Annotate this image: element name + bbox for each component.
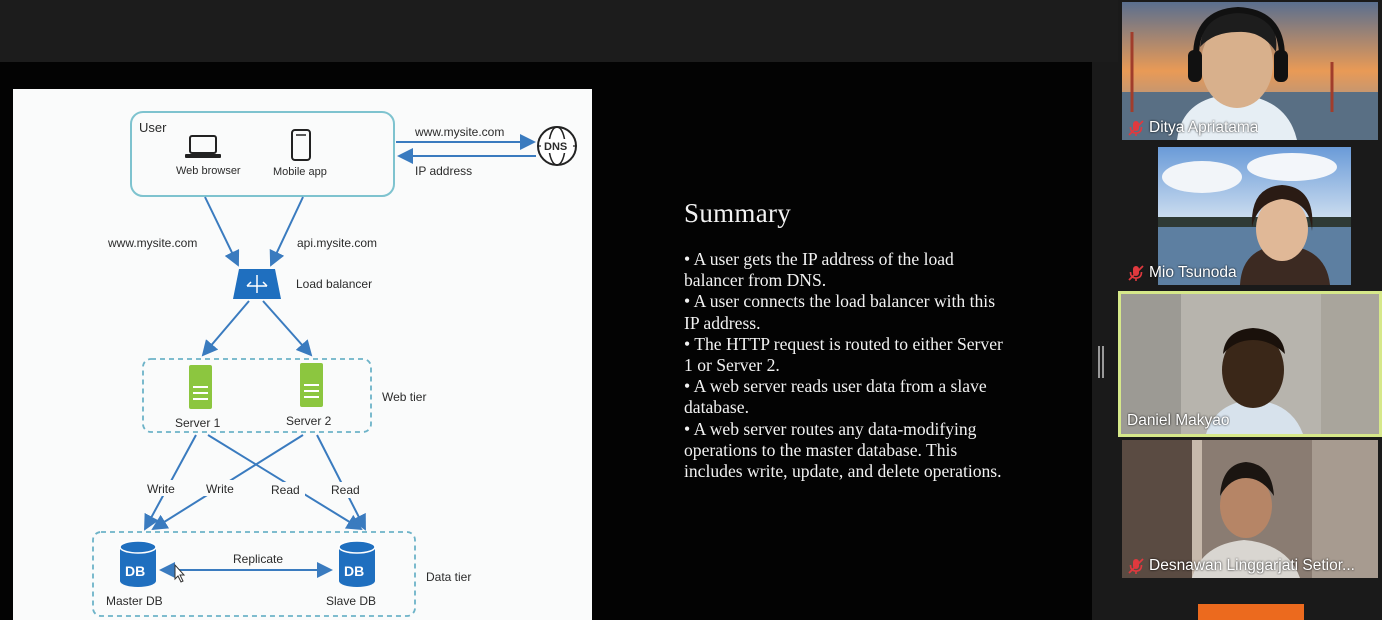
participant-tile-mio[interactable]: Mio Tsunoda: [1122, 147, 1378, 285]
participant-tile-daniel-active-speaker[interactable]: Daniel Makyao: [1118, 291, 1382, 437]
participant-video: [1122, 440, 1378, 578]
participant-name: Ditya Apriatama: [1149, 119, 1259, 136]
summary-bullet: The HTTP request is routed to either Ser…: [684, 334, 1014, 376]
participant-video: [1122, 2, 1378, 140]
web-tier-box: [142, 358, 372, 433]
participant-name: Desnawan Linggarjati Setior...: [1149, 557, 1355, 574]
participant-gallery: Ditya Apriatama: [1118, 0, 1382, 620]
meeting-top-bar: [0, 0, 1118, 62]
server-2-icon: [300, 363, 323, 407]
next-tile-preview: [1198, 604, 1304, 620]
slave-db-label: Slave DB: [326, 594, 376, 608]
replicate-label: Replicate: [233, 552, 283, 566]
server-1-label: Server 1: [175, 416, 221, 430]
read-label-2: Read: [331, 483, 360, 497]
dns-request-domain: www.mysite.com: [414, 125, 504, 139]
master-db-label: Master DB: [106, 594, 163, 608]
web-tier-label: Web tier: [382, 390, 426, 404]
load-balancer-label: Load balancer: [296, 277, 372, 291]
mouse-cursor-icon: [174, 563, 186, 583]
participant-name: Daniel Makyao: [1127, 412, 1230, 429]
muted-mic-icon: [1128, 265, 1144, 281]
read-label-1: Read: [271, 483, 300, 497]
muted-mic-icon: [1128, 120, 1144, 136]
data-tier-box: [92, 531, 416, 617]
summary-list: A user gets the IP address of the load b…: [684, 249, 1014, 482]
slave-db-icon: [338, 540, 376, 587]
write-label-2: Write: [206, 482, 234, 496]
api-domain-label: api.mysite.com: [297, 236, 377, 250]
load-balancer-icon: [233, 269, 281, 299]
participant-name-row: Mio Tsunoda: [1127, 264, 1237, 282]
participant-name-row: Desnawan Linggarjati Setior...: [1127, 557, 1355, 575]
participant-video: [1121, 294, 1379, 434]
server-2-label: Server 2: [286, 414, 332, 428]
participant-tile-desnawan[interactable]: Desnawan Linggarjati Setior...: [1122, 440, 1378, 578]
muted-mic-icon: [1128, 558, 1144, 574]
participant-video: [1122, 147, 1378, 285]
summary-bullet: A user gets the IP address of the load b…: [684, 249, 1014, 291]
dns-label: DNS: [544, 141, 567, 153]
summary-bullet: A web server routes any data-modifying o…: [684, 419, 1014, 483]
server-1-icon: [189, 365, 212, 409]
laptop-icon: [185, 135, 221, 158]
user-group-box: [130, 111, 395, 197]
gallery-resize-handle[interactable]: [1098, 346, 1104, 378]
write-label-1: Write: [147, 482, 175, 496]
ip-address-label: IP address: [415, 164, 472, 178]
slave-db-glyph: DB: [344, 563, 364, 579]
master-db-icon: [119, 540, 157, 587]
mobile-phone-icon: [291, 129, 311, 161]
data-tier-label: Data tier: [426, 570, 471, 584]
user-group-label: User: [139, 120, 167, 135]
mobile-app-label: Mobile app: [273, 166, 327, 178]
participant-tile-ditya[interactable]: Ditya Apriatama: [1122, 2, 1378, 140]
www-domain-label: www.mysite.com: [107, 236, 197, 250]
participant-name-row: Daniel Makyao: [1127, 412, 1230, 430]
summary-bullet: A web server reads user data from a slav…: [684, 376, 1014, 418]
summary-panel: Summary A user gets the IP address of th…: [684, 198, 1014, 482]
master-db-glyph: DB: [125, 563, 145, 579]
dns-globe-icon: [537, 126, 577, 166]
summary-bullet: A user connects the load balancer with t…: [684, 291, 1014, 333]
participant-name: Mio Tsunoda: [1149, 264, 1237, 281]
participant-name-row: Ditya Apriatama: [1127, 119, 1258, 137]
summary-title: Summary: [684, 198, 792, 228]
web-browser-label: Web browser: [176, 165, 241, 177]
architecture-diagram: User Web browser Mobile app DNS www.mysi…: [13, 89, 592, 620]
